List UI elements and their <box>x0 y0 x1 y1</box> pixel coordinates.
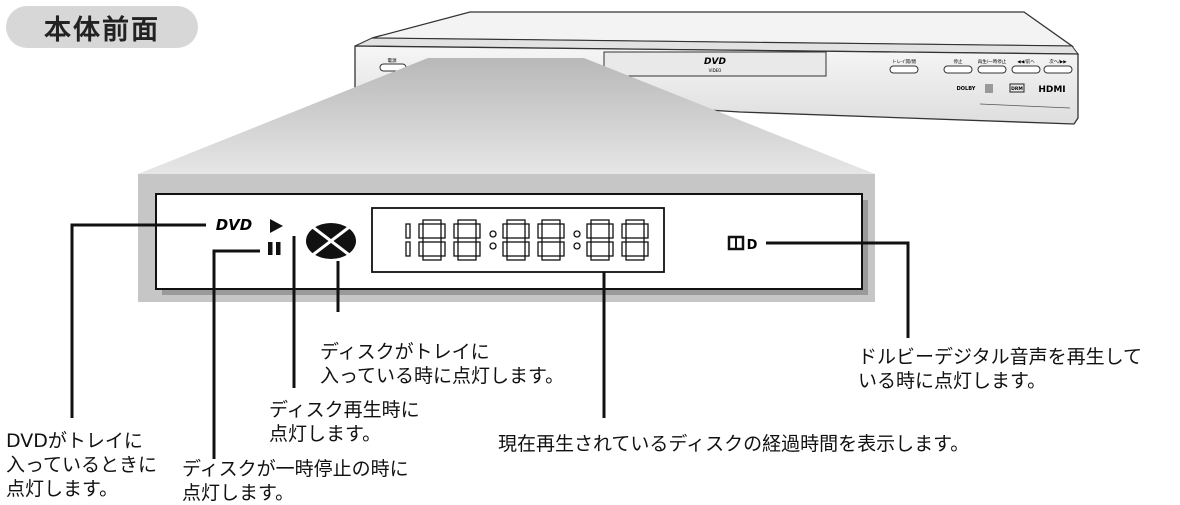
leader-pause <box>212 249 260 459</box>
time-colon <box>573 230 581 238</box>
cd-logo <box>985 84 993 93</box>
play-pause-button <box>977 65 1007 74</box>
leader-dvd <box>70 223 206 418</box>
svg-text:D: D <box>747 238 758 253</box>
time-digit <box>586 219 614 261</box>
svg-text:◀◀/前へ: ◀◀/前へ <box>1017 58 1035 65</box>
front-display-enlarged: DVD D <box>138 174 875 302</box>
play-indicator <box>270 219 283 233</box>
callout-play: ディスク再生時に 点灯します。 <box>269 399 420 445</box>
callout-dolby: ドルビーデジタル音声を再生して いる時に点灯します。 <box>858 346 1143 392</box>
tray-dvd-logo: DVD <box>704 57 726 67</box>
svg-text:VIDEO: VIDEO <box>709 68 722 73</box>
time-digit <box>418 219 446 261</box>
next-button <box>1043 65 1073 74</box>
time-colon <box>489 230 497 238</box>
time-digit <box>405 223 411 257</box>
time-digit <box>621 219 649 261</box>
time-colon <box>489 242 497 250</box>
callout-disc-in-tray: ディスクがトレイに 入っている時に点灯します。 <box>320 341 565 387</box>
drm-logo: DRM <box>1011 86 1023 92</box>
time-digit <box>537 219 565 261</box>
dvd-indicator: DVD <box>216 216 253 234</box>
dolby-logo: DOLBY <box>957 86 976 92</box>
svg-text:トレイ開/閉: トレイ開/閉 <box>892 59 917 65</box>
section-title: 本体前面 <box>6 6 198 48</box>
zoom-beam <box>138 58 875 174</box>
hdmi-logo: HDMI <box>1038 85 1065 95</box>
prev-button <box>1011 65 1041 74</box>
time-colon <box>573 242 581 250</box>
svg-text:電源: 電源 <box>388 57 397 64</box>
svg-text:次へ/▶▶: 次へ/▶▶ <box>1049 58 1067 65</box>
pause-indicator-bar-right <box>276 242 281 255</box>
time-digit <box>502 219 530 261</box>
tray-open-close-button <box>889 65 919 74</box>
callout-dvd-in-tray: DVDがトレイに 入っているときに 点灯します。 <box>6 430 158 500</box>
dolby-indicator: D <box>727 235 758 253</box>
callout-pause: ディスクが一時停止の時に 点灯します。 <box>182 458 409 504</box>
disc-tray <box>603 51 827 77</box>
leader-dolby <box>766 241 910 338</box>
callout-elapsed-time: 現在再生されているディスクの経過時間を表示します。 <box>498 433 970 455</box>
svg-text:再生/一時停止: 再生/一時停止 <box>978 58 1007 65</box>
time-digits <box>405 219 649 261</box>
disc-indicator <box>306 223 356 259</box>
svg-text:停止: 停止 <box>954 58 963 65</box>
stop-button <box>943 65 973 74</box>
leader-lines <box>70 223 910 459</box>
pause-indicator-bar-left <box>268 242 273 255</box>
time-digit <box>453 219 481 261</box>
